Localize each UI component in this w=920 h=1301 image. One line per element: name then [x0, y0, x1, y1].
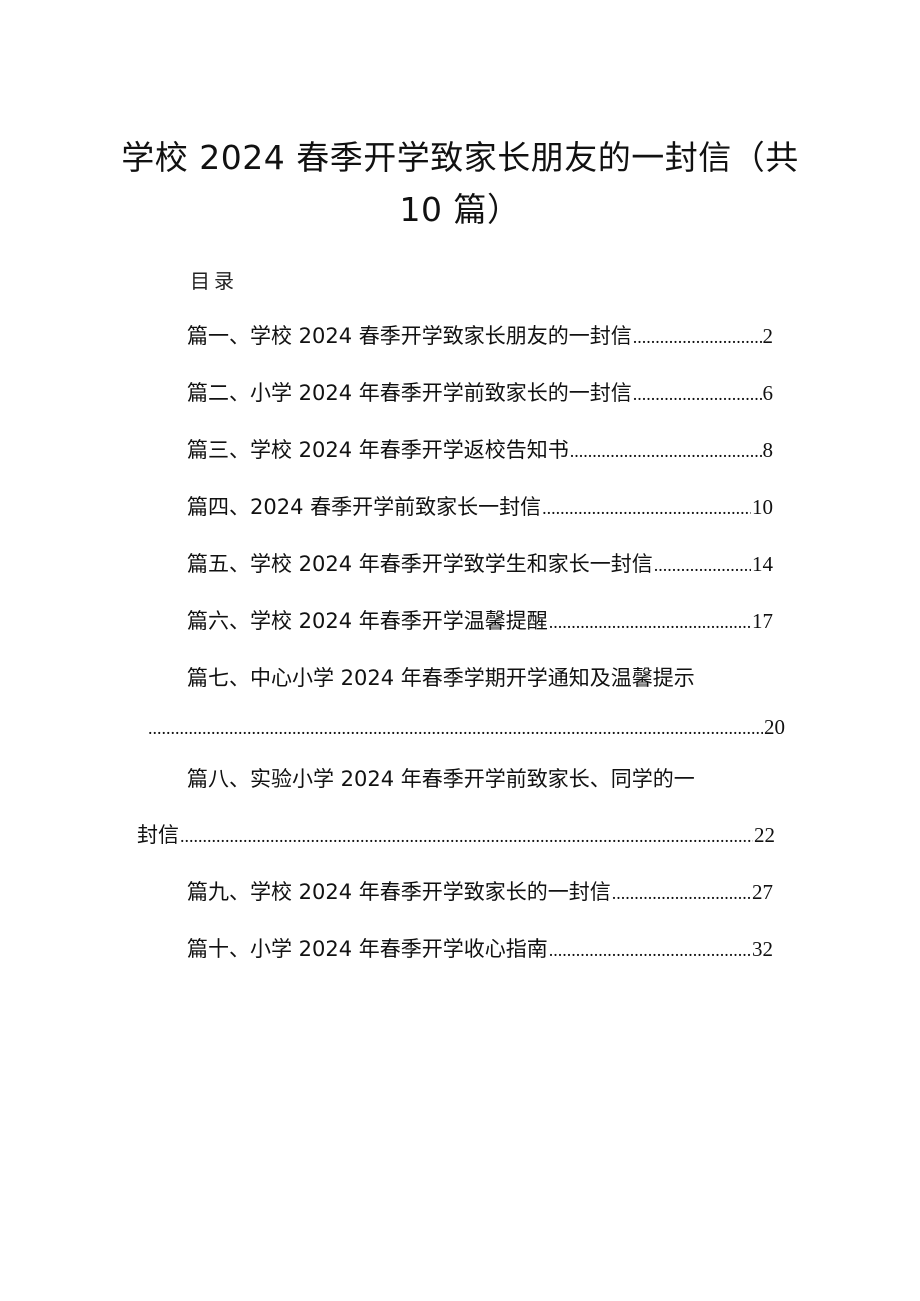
- toc-entry-1[interactable]: 篇一、学校 2024 春季开学致家长朋友的一封信 2: [187, 319, 773, 354]
- toc-entry-7-leader-row[interactable]: 20: [147, 710, 785, 745]
- toc-leader-dots: [633, 377, 762, 411]
- toc-entry-10[interactable]: 篇十、小学 2024 年春季开学收心指南 32: [187, 932, 773, 967]
- toc-entry-label: 篇十、小学 2024 年春季开学收心指南: [187, 937, 548, 961]
- toc-entry-7-label[interactable]: 篇七、中心小学 2024 年春季学期开学通知及温馨提示: [187, 666, 695, 690]
- document-title-line-2: 10 篇）: [399, 190, 521, 229]
- toc-entry-label: 篇二、小学 2024 年春季开学前致家长的一封信: [187, 381, 632, 405]
- toc-entry-8-label-line-1[interactable]: 篇八、实验小学 2024 年春季开学前致家长、同学的一: [187, 767, 695, 791]
- toc-leader-dots: [549, 605, 751, 639]
- toc-entry-label: 篇九、学校 2024 年春季开学致家长的一封信: [187, 880, 611, 904]
- toc-entry-page: 20: [764, 715, 785, 739]
- toc-entry-label: 封信: [137, 823, 179, 847]
- toc-leader-dots: [612, 876, 751, 910]
- toc-entry-label: 篇三、学校 2024 年春季开学返校告知书: [187, 438, 569, 462]
- toc-heading: 目录: [190, 269, 238, 293]
- document-title-line-1: 学校 2024 春季开学致家长朋友的一封信（共: [121, 138, 799, 177]
- toc-entry-page: 2: [762, 324, 774, 348]
- toc-entry-page: 14: [752, 552, 773, 576]
- toc-leader-dots: [570, 434, 762, 468]
- toc-leader-dots: [180, 819, 753, 853]
- toc-entry-page: 10: [752, 495, 773, 519]
- toc-entry-9[interactable]: 篇九、学校 2024 年春季开学致家长的一封信 27: [187, 875, 773, 910]
- toc-leader-dots: [542, 491, 751, 525]
- toc-entry-page: 6: [762, 381, 774, 405]
- toc-entry-page: 22: [754, 823, 775, 847]
- toc-entry-page: 8: [762, 438, 774, 462]
- toc-entry-label: 篇五、学校 2024 年春季开学致学生和家长一封信: [187, 552, 653, 576]
- toc-entry-page: 17: [752, 609, 773, 633]
- toc-leader-dots: [148, 711, 763, 745]
- toc-entry-6[interactable]: 篇六、学校 2024 年春季开学温馨提醒 17: [187, 604, 773, 639]
- toc-leader-dots: [633, 320, 762, 354]
- toc-entry-label: 篇四、2024 春季开学前致家长一封信: [187, 495, 542, 519]
- toc-entry-page: 27: [752, 880, 773, 904]
- toc-entry-8-line-2[interactable]: 封信 22: [137, 818, 775, 853]
- toc-entry-page: 32: [752, 937, 773, 961]
- toc-entry-2[interactable]: 篇二、小学 2024 年春季开学前致家长的一封信 6: [187, 376, 773, 411]
- toc-entry-label: 篇六、学校 2024 年春季开学温馨提醒: [187, 609, 548, 633]
- toc-entry-3[interactable]: 篇三、学校 2024 年春季开学返校告知书 8: [187, 433, 773, 468]
- toc-leader-dots: [549, 933, 751, 967]
- toc-leader-dots: [654, 548, 751, 582]
- toc-entry-4[interactable]: 篇四、2024 春季开学前致家长一封信 10: [187, 490, 773, 525]
- toc-entry-label: 篇一、学校 2024 春季开学致家长朋友的一封信: [187, 324, 632, 348]
- toc-entry-5[interactable]: 篇五、学校 2024 年春季开学致学生和家长一封信 14: [187, 547, 773, 582]
